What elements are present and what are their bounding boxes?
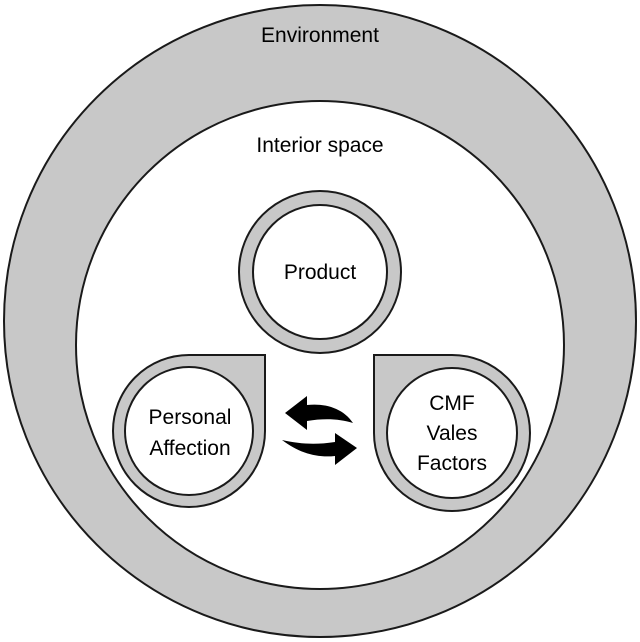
cmf-label-line1: CMF	[429, 392, 475, 415]
personal-affection-inner	[124, 366, 254, 496]
product-label: Product	[284, 261, 357, 284]
environment-label: Environment	[261, 24, 379, 47]
cmf-factors-inner	[386, 367, 518, 499]
personal-affection-label-line2: Affection	[149, 437, 230, 460]
interior-space-label: Interior space	[256, 134, 383, 157]
product-node: Product	[238, 190, 402, 354]
exchange-arrows	[282, 396, 357, 465]
personal-affection-label-line1: Personal	[149, 406, 232, 429]
personal-affection-node: Personal Affection	[112, 354, 266, 508]
arrow-right-icon	[282, 433, 357, 465]
cmf-label-line2: Vales	[427, 422, 478, 445]
cmf-label-line3: Factors	[417, 452, 487, 475]
arrow-left-icon	[285, 396, 353, 430]
cmf-factors-node: CMF Vales Factors	[373, 354, 531, 512]
product-node-inner	[252, 204, 388, 340]
